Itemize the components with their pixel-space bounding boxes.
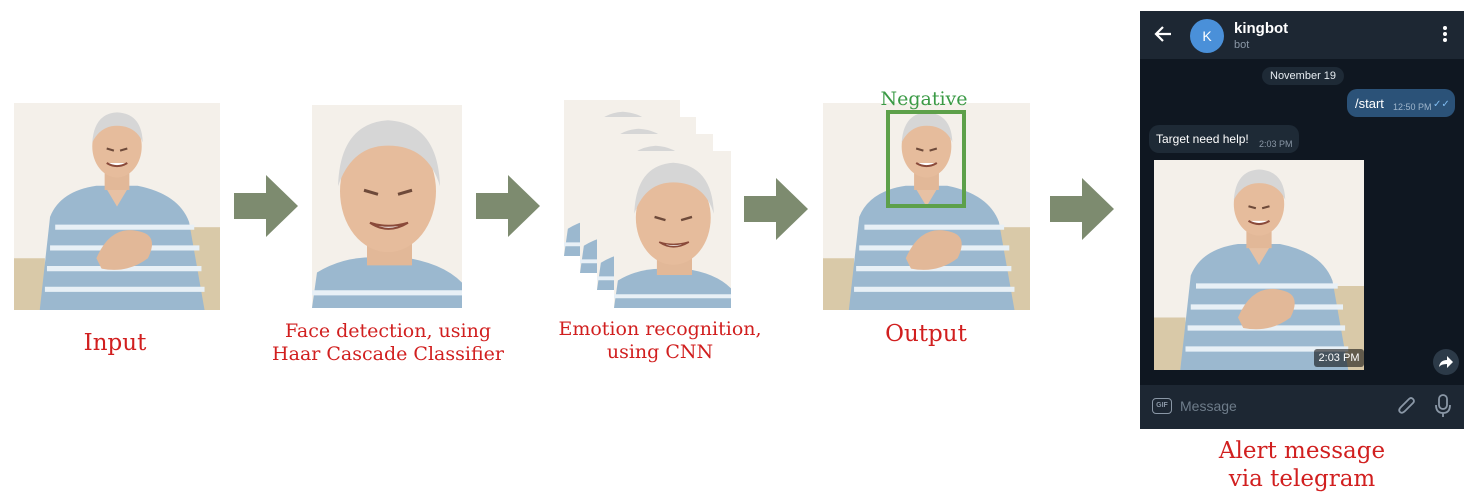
- caption-line: Face detection, using: [284, 320, 491, 342]
- caption-alert: Alert message via telegram: [1180, 438, 1424, 493]
- message-text: /start: [1355, 96, 1384, 111]
- gif-icon[interactable]: GIF: [1152, 398, 1172, 414]
- caption-line: Alert message: [1218, 438, 1386, 464]
- detection-label: Negative: [880, 88, 968, 110]
- arrow-left-icon[interactable]: [1154, 23, 1174, 45]
- message-input[interactable]: Message: [1180, 398, 1237, 414]
- caption-line: using CNN: [606, 340, 714, 363]
- caption-face-detection: Face detection, using Haar Cascade Class…: [258, 320, 518, 366]
- telegram-chat: K kingbot bot November 19 /start 12:50 P…: [1140, 11, 1464, 429]
- caption-line: Emotion recognition,: [558, 318, 762, 340]
- caption-line: via telegram: [1228, 465, 1376, 492]
- caption-line: Haar Cascade Classifier: [272, 342, 504, 365]
- avatar[interactable]: K: [1190, 19, 1224, 53]
- microphone-icon[interactable]: [1434, 394, 1452, 418]
- message-composer: GIF Message: [1140, 385, 1464, 429]
- outgoing-message[interactable]: /start 12:50 PM ✓✓: [1347, 89, 1455, 117]
- face-crop-photo: [312, 105, 462, 308]
- detection-box: [886, 110, 966, 208]
- chat-header: K kingbot bot: [1140, 11, 1464, 59]
- flow-arrow-icon: [476, 175, 540, 237]
- share-arrow-icon[interactable]: [1433, 349, 1459, 375]
- caption-output: Output: [850, 321, 1002, 349]
- incoming-message[interactable]: Target need help! 2:03 PM: [1149, 125, 1299, 153]
- photo-time: 2:03 PM: [1314, 349, 1364, 367]
- flow-arrow-icon: [234, 175, 298, 237]
- read-ticks-icon: ✓✓: [1433, 99, 1450, 110]
- caption-line: Input: [83, 330, 147, 356]
- message-time: 12:50 PM: [1393, 102, 1432, 112]
- paperclip-icon[interactable]: [1398, 395, 1416, 417]
- date-divider: November 19: [1262, 67, 1345, 85]
- message-text: Target need help!: [1156, 132, 1249, 146]
- flow-arrow-icon: [1050, 178, 1114, 240]
- flow-arrow-icon: [744, 178, 808, 240]
- message-time: 2:03 PM: [1259, 139, 1293, 149]
- photo-message[interactable]: [1154, 160, 1364, 370]
- caption-line: Output: [885, 321, 967, 347]
- chat-title[interactable]: kingbot: [1234, 20, 1289, 37]
- chat-status: bot: [1234, 39, 1250, 51]
- caption-input: Input: [40, 330, 190, 358]
- more-vertical-icon[interactable]: [1438, 21, 1452, 47]
- caption-emotion-recognition: Emotion recognition, using CNN: [540, 318, 780, 364]
- input-photo: [14, 103, 220, 310]
- stacked-face-photo: [614, 151, 731, 308]
